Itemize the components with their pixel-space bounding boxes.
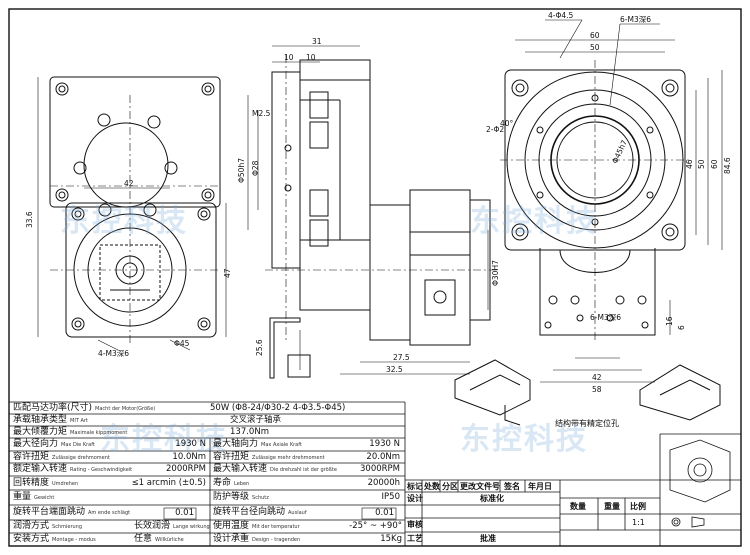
dim-10b: 10 (306, 53, 316, 62)
motor-circle (83, 122, 169, 208)
dim-m2-5: M2.5 (252, 109, 271, 118)
spec-backlash-value: ≤1 arcmin (±0.5) (131, 478, 206, 488)
spec-moment-value: 137.0Nm (230, 427, 269, 437)
dim-50v: 50 (697, 159, 706, 169)
dim-phi30h7: Φ30H7 (491, 260, 500, 286)
spec-motor-label: 匹配马达功率(尺寸)Macht der Motor(Größe) (13, 403, 156, 413)
tb-header-5: 年月日 (528, 482, 552, 491)
spec-temperature-value: -25° ~ +90° (349, 521, 402, 531)
dim-42b: 42 (592, 373, 602, 382)
dim-50: 50 (590, 43, 600, 52)
dim-40deg: 40° (500, 119, 514, 128)
dim-31: 31 (312, 37, 322, 46)
left-view (37, 76, 301, 379)
dim-phi50h7: Φ50h7 (237, 158, 246, 183)
dim-6: 6 (677, 325, 686, 330)
watermark-3: 东控科技 (100, 422, 228, 457)
spec-facerunout-value: 0.01 (175, 508, 194, 518)
tb-header-1: 处数 (424, 482, 440, 491)
dim-16: 16 (665, 316, 674, 326)
spec-radial-value: 1930 N (175, 439, 206, 449)
dim-32-5: 32.5 (386, 365, 403, 374)
spec-designweight-value: 15Kg (380, 534, 402, 544)
side-view (247, 45, 500, 378)
tb-qty: 数量 (570, 502, 586, 511)
iso-part (454, 359, 721, 426)
watermark-4: 东控科技 (460, 422, 588, 457)
tb-scale-value: 1:1 (632, 518, 645, 527)
dim-60: 60 (590, 31, 600, 40)
tb-header-4: 签名 (504, 482, 520, 491)
spec-torque-value: 10.0Nm (172, 452, 206, 462)
dim-phi28: Φ28 (251, 160, 260, 176)
dim-phi45h7: Φ45h7 (610, 138, 629, 165)
watermark-2: 东控科技 (470, 204, 598, 239)
spec-bearing-value: 交叉滚子轴承 (230, 415, 282, 425)
dim-4-m3: 4-M3深6 (98, 349, 129, 358)
watermark-1: 东控科技 (60, 204, 188, 239)
dim-47: 47 (223, 268, 232, 278)
dim-10a: 10 (284, 53, 294, 62)
spec-motor-value: 50W (Φ8-24/Φ30-2 4-Φ3.5-Φ45) (210, 403, 346, 413)
dim-60v: 60 (710, 159, 719, 169)
sheet-border (8, 8, 742, 547)
dim-25-6: 25.6 (255, 339, 264, 356)
spec-maxspeed-value: 3000RPM (360, 464, 400, 474)
note-precision-hole: 结构带有精定位孔 (555, 418, 619, 428)
spec-protection-value: IP50 (381, 492, 400, 502)
dim-33-6: 33.6 (25, 211, 34, 228)
dim-6-m3b: 6-M3深6 (590, 313, 621, 322)
spec-radialrunout-value: 0.01 (375, 508, 394, 518)
dim-42a: 42 (124, 179, 134, 188)
spec-axial-value: 1930 N (369, 439, 400, 449)
dim-2-phi2: 2-Φ2 (486, 125, 504, 134)
tb-weight: 重量 (604, 502, 620, 511)
tb-approve: 批准 (480, 534, 496, 543)
tb-row-design: 设计 (407, 494, 423, 503)
tb-header-2: 分区 (442, 482, 458, 491)
spec-table (9, 401, 406, 546)
dim-4-phi4-5: 4-Φ4.5 (548, 11, 574, 20)
tb-scale: 比例 (630, 502, 646, 511)
dim-phi45: Φ45 (174, 339, 190, 348)
tb-row-process: 工艺 (407, 534, 423, 543)
top-flange-plate (49, 76, 221, 208)
tb-row-review: 审核 (407, 520, 423, 529)
dim-6-m3: 6-M3深6 (620, 15, 651, 24)
dim-27-5: 27.5 (393, 353, 410, 362)
title-block (405, 433, 741, 546)
spec-ratedspeed-value: 2000RPM (166, 464, 206, 474)
spec-life-value: 20000h (367, 478, 400, 488)
tb-std: 标准化 (480, 494, 504, 503)
tb-header-3: 更改文件号 (460, 482, 500, 491)
dim-46: 46 (685, 159, 694, 169)
spec-maxtorque-value: 20.0Nm (366, 452, 400, 462)
dim-58: 58 (592, 385, 602, 394)
dim-84-6: 84.6 (723, 157, 732, 174)
tb-header-0: 标记 (407, 482, 423, 491)
front-view (500, 19, 723, 383)
